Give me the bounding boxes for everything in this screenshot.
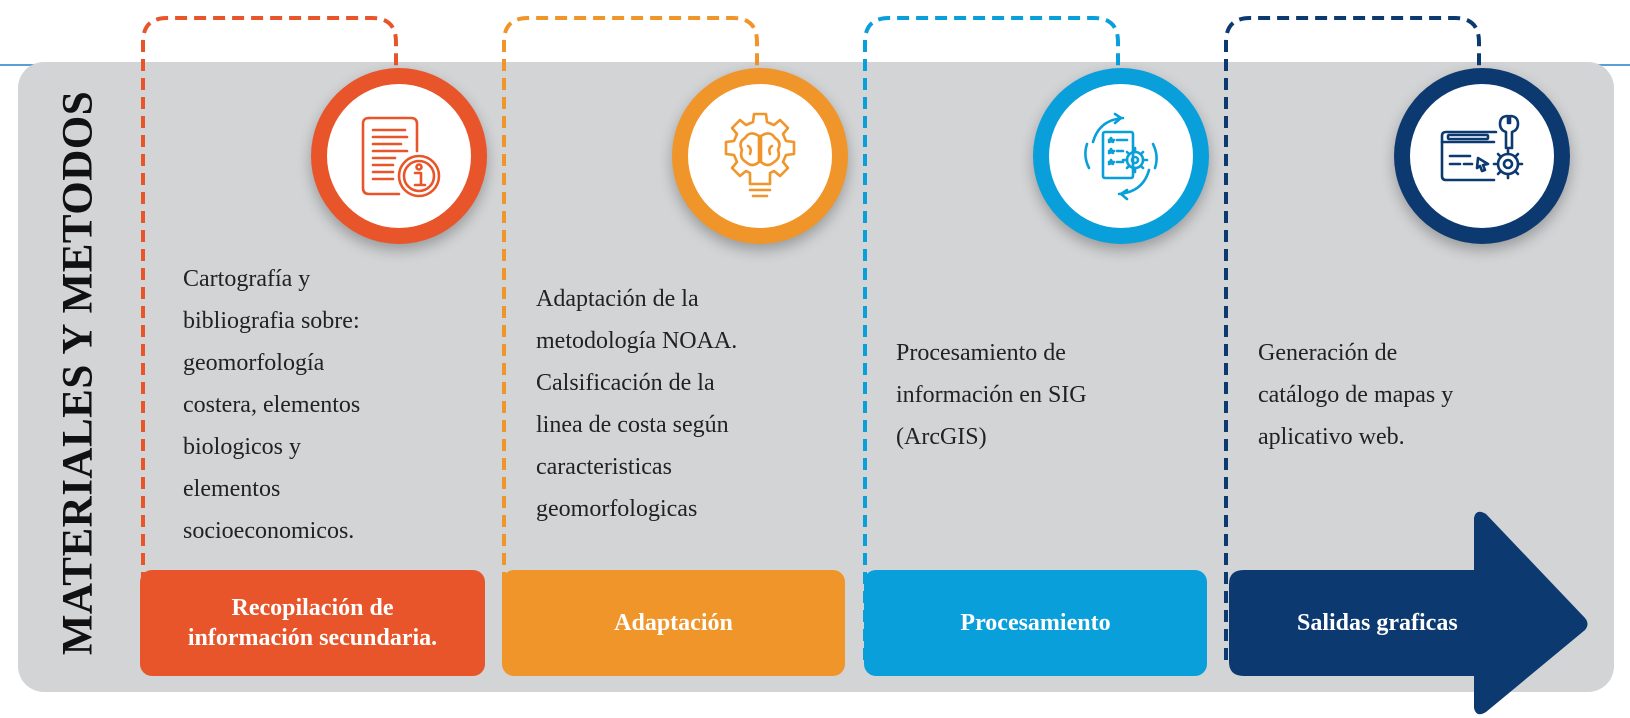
step-3-label: Procesamiento	[864, 570, 1207, 676]
step-3-description: Procesamiento de información en SIG (Arc…	[896, 340, 1087, 450]
step-1-label: Recopilación de información secundaria.	[140, 570, 485, 676]
step-1-description: Cartografía y bibliografia sobre: geomor…	[183, 266, 361, 544]
step-3-icon-circle	[1033, 68, 1209, 244]
side-title-text: MATERIALES Y METODOS	[54, 90, 102, 656]
step-2-description: Adaptación de la metodología NOAA. Calsi…	[536, 286, 738, 522]
step-4-icon-circle	[1394, 68, 1570, 244]
step-4-label: Salidas graficas	[1297, 610, 1458, 636]
step-2-icon-circle	[672, 68, 848, 244]
document-cycle-gear-icon	[1084, 112, 1158, 201]
step-1-icon-circle	[311, 68, 487, 244]
document-info-icon	[361, 116, 441, 198]
side-title: MATERIALES Y METODOS	[48, 88, 108, 658]
step-4-description: Generación de catálogo de mapas y aplica…	[1258, 340, 1454, 450]
step-2-label: Adaptación	[502, 570, 845, 676]
web-app-settings-icon	[1440, 114, 1524, 182]
lightbulb-gear-brain-icon	[724, 112, 796, 198]
